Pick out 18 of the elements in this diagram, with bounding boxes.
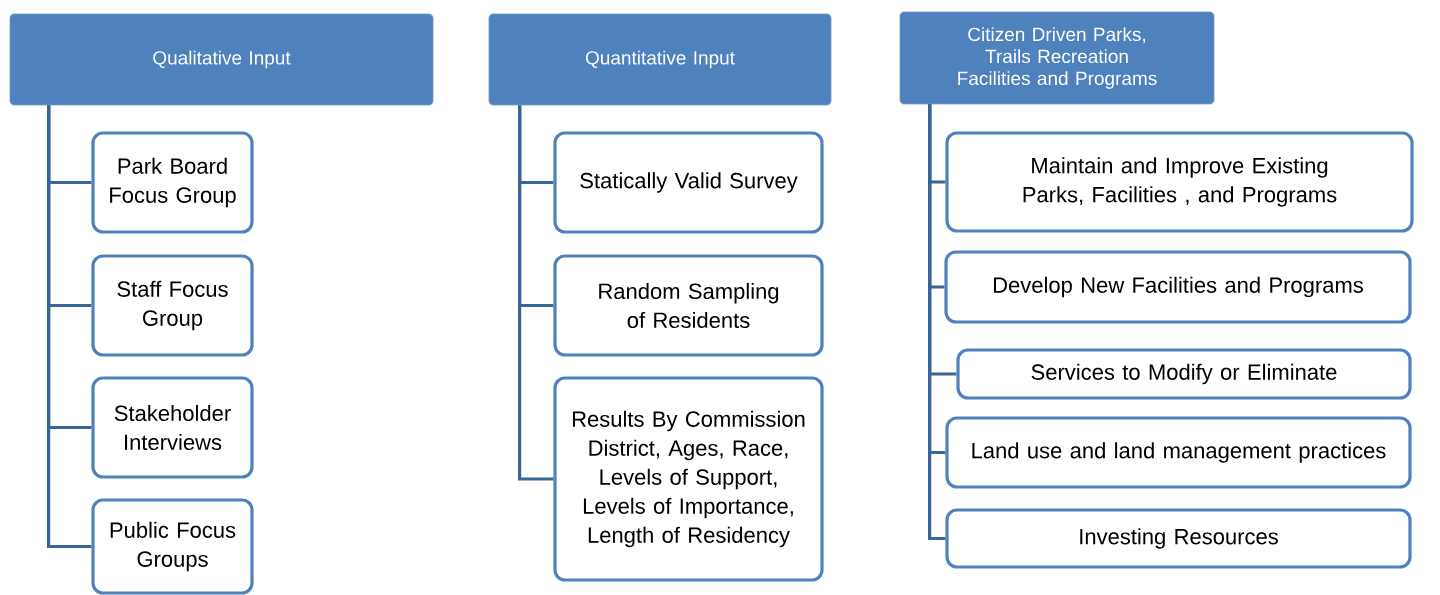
item-box: Results By Commission District, Ages, Race, Levels of Support, Levels of Importance, Length of Residency (553, 376, 824, 582)
item-box: Land use and land management practices (945, 416, 1412, 489)
item-box: Services to Modify or Eliminate (956, 348, 1412, 400)
item-box: Park Board Focus Group (91, 131, 254, 234)
connector-line (928, 104, 946, 541)
connector-line (518, 105, 554, 481)
heading-box: Citizen Driven Parks, Trails Recreation Facilities and Programs (899, 11, 1215, 105)
heading-box: Quantitative Input (488, 13, 832, 106)
connector-line (47, 105, 92, 549)
item-box: Stakeholder Interviews (91, 376, 254, 479)
heading-box: Qualitative Input (9, 13, 434, 106)
item-box: Staff Focus Group (91, 254, 254, 357)
item-box: Maintain and Improve Existing Parks, Facilities , and Programs (945, 131, 1414, 233)
item-box: Statically Valid Survey (553, 131, 824, 234)
item-box: Investing Resources (945, 508, 1412, 569)
item-box: Develop New Facilities and Programs (944, 250, 1412, 324)
item-box: Random Sampling of Residents (553, 254, 824, 357)
item-box: Public Focus Groups (91, 498, 254, 595)
